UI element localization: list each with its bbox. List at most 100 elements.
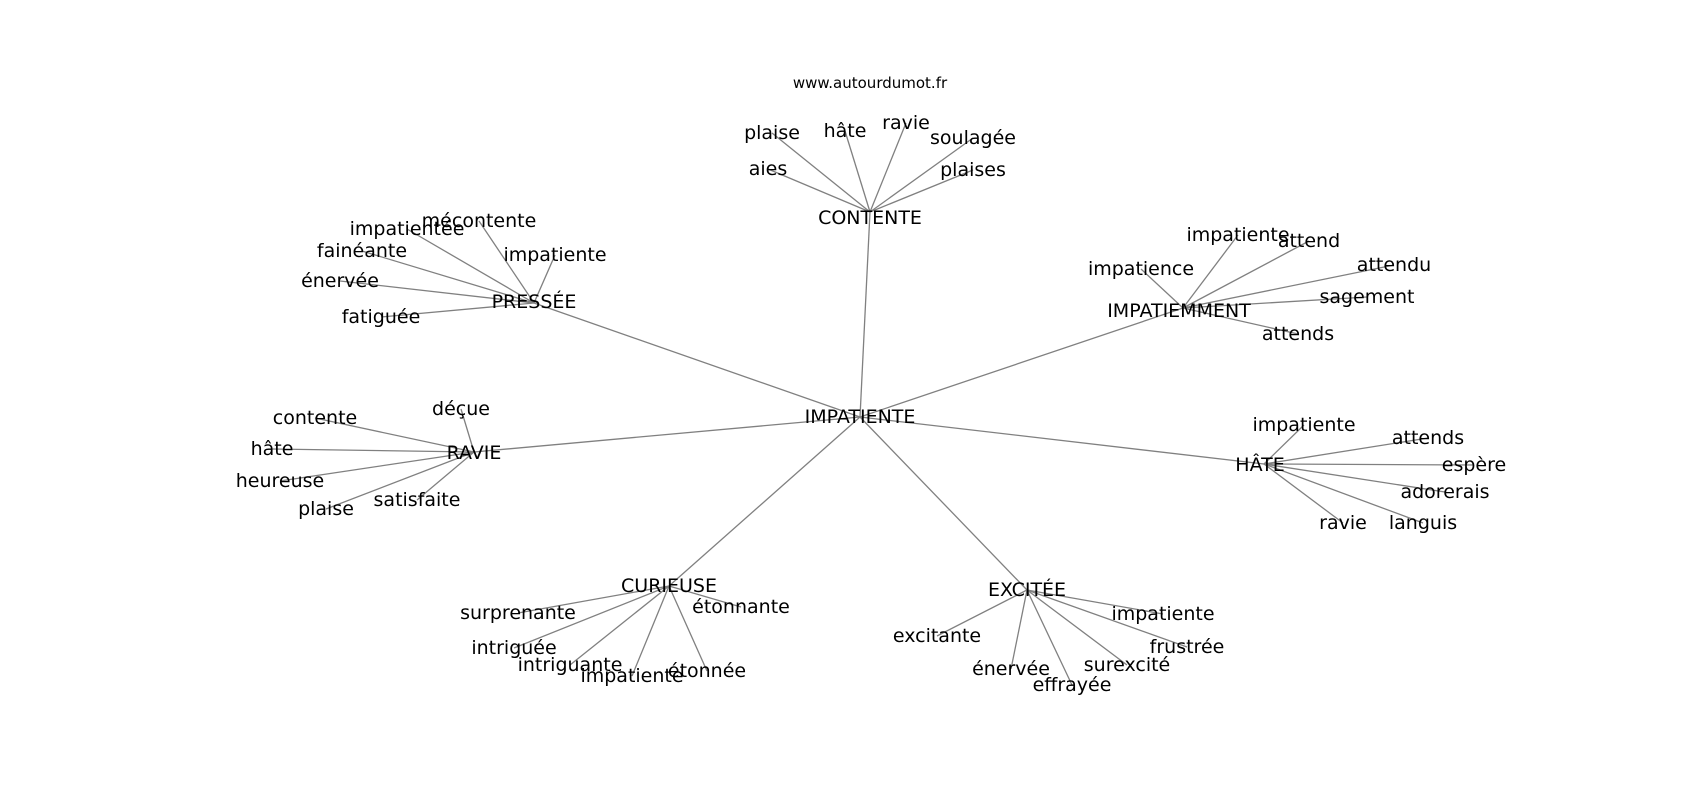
edge-curieuse-3: [569, 585, 670, 666]
edge-impatiemment-0: [1182, 234, 1239, 309]
hub-node-curieuse[interactable]: CURIEUSE: [621, 575, 717, 597]
edge-contente-3: [869, 137, 974, 213]
leaf-node-pressee-4[interactable]: énervée: [301, 270, 379, 292]
leaf-node-contente-3[interactable]: soulagée: [930, 127, 1016, 149]
edge-curieuse-0: [517, 585, 670, 614]
edge-curieuse-4: [631, 585, 670, 677]
edge-center-impatiemment: [859, 307, 1184, 418]
edge-excitee-2: [1026, 589, 1188, 648]
leaf-node-ravie-5[interactable]: plaise: [298, 498, 354, 520]
edge-ravie-0: [460, 408, 475, 453]
edge-curieuse-1: [668, 585, 742, 608]
leaf-node-excitee-5[interactable]: effrayée: [1033, 674, 1112, 696]
leaf-node-impatiemment-0[interactable]: impatiente: [1186, 224, 1289, 246]
leaf-node-hate-3[interactable]: adorerais: [1400, 481, 1489, 503]
leaf-node-curieuse-1[interactable]: étonnante: [692, 596, 790, 618]
edge-pressee-2: [361, 250, 535, 304]
leaf-node-hate-4[interactable]: ravie: [1319, 512, 1367, 534]
edge-pressee-3: [533, 254, 556, 304]
edge-ravie-3: [279, 451, 475, 482]
leaf-node-curieuse-2[interactable]: intriguée: [471, 637, 556, 659]
edge-center-contente: [859, 211, 871, 418]
edge-hate-5: [1263, 463, 1424, 524]
leaf-node-excitee-3[interactable]: surexcité: [1084, 654, 1170, 676]
leaf-node-impatiemment-3[interactable]: attendu: [1357, 254, 1431, 276]
leaf-node-impatiemment-1[interactable]: attend: [1278, 230, 1340, 252]
leaf-node-contente-4[interactable]: aies: [749, 158, 788, 180]
leaf-node-curieuse-4[interactable]: impatiente: [580, 665, 683, 687]
edge-impatiemment-1: [1182, 240, 1310, 309]
edge-hate-1: [1263, 437, 1429, 465]
edge-impatiemment-2: [1140, 268, 1184, 309]
watermark: www.autourdumot.fr: [793, 74, 948, 92]
edge-center-excitee: [859, 416, 1028, 591]
edge-hate-3: [1263, 463, 1446, 493]
edge-curieuse-5: [668, 585, 708, 672]
edge-center-ravie: [473, 416, 861, 453]
edge-excitee-4: [1010, 589, 1028, 670]
leaf-node-curieuse-3[interactable]: intriguante: [518, 654, 623, 676]
hub-node-contente[interactable]: CONTENTE: [818, 207, 922, 229]
edge-impatiemment-4: [1182, 296, 1368, 309]
leaf-node-hate-1[interactable]: attends: [1392, 427, 1464, 449]
edge-center-pressee: [533, 302, 861, 418]
edge-excitee-0: [1026, 589, 1164, 615]
leaf-node-hate-0[interactable]: impatiente: [1252, 414, 1355, 436]
edge-pressee-5: [380, 302, 535, 318]
hub-node-ravie[interactable]: RAVIE: [447, 442, 502, 464]
edge-hate-0: [1263, 424, 1305, 465]
edge-contente-5: [869, 169, 974, 213]
leaf-node-hate-5[interactable]: languis: [1389, 512, 1457, 534]
leaf-node-pressee-3[interactable]: impatiente: [503, 244, 606, 266]
edge-impatiemment-3: [1182, 264, 1395, 309]
leaf-node-ravie-1[interactable]: contente: [273, 407, 357, 429]
hub-node-pressee[interactable]: PRESSÉE: [492, 290, 577, 313]
leaf-node-pressee-0[interactable]: impatientée: [350, 218, 465, 240]
hub-node-impatiemment[interactable]: IMPATIEMMENT: [1107, 300, 1251, 322]
leaf-node-contente-0[interactable]: plaise: [744, 122, 800, 144]
edge-excitee-3: [1026, 589, 1128, 666]
edge-center-curieuse: [668, 416, 861, 587]
edge-hate-4: [1263, 463, 1344, 524]
leaf-node-impatiemment-4[interactable]: sagement: [1320, 286, 1415, 308]
edge-contente-0: [771, 132, 871, 213]
leaf-node-impatiemment-5[interactable]: attends: [1262, 323, 1334, 345]
edge-pressee-0: [406, 228, 535, 304]
leaf-node-pressee-2[interactable]: fainéante: [317, 240, 407, 262]
leaf-node-ravie-0[interactable]: déçue: [432, 398, 490, 420]
hub-node-excitee[interactable]: EXCITÉE: [988, 578, 1066, 601]
edge-hate-2: [1263, 463, 1475, 466]
leaf-node-ravie-3[interactable]: heureuse: [236, 470, 325, 492]
edge-curieuse-2: [513, 585, 670, 649]
hub-node-hate[interactable]: HÂTE: [1235, 453, 1284, 476]
edge-contente-4: [767, 168, 871, 213]
leaf-node-curieuse-5[interactable]: étonnée: [668, 660, 746, 682]
leaf-node-pressee-1[interactable]: mécontente: [422, 210, 537, 232]
center-node[interactable]: IMPATIENTE: [805, 406, 916, 428]
edge-pressee-1: [478, 220, 535, 304]
leaf-node-contente-2[interactable]: ravie: [882, 112, 930, 134]
leaf-node-impatiemment-2[interactable]: impatience: [1088, 258, 1194, 280]
leaf-node-contente-1[interactable]: hâte: [824, 120, 867, 142]
leaf-node-ravie-2[interactable]: hâte: [251, 438, 294, 460]
graph-edges: [271, 122, 1475, 686]
edge-contente-2: [869, 122, 907, 213]
leaf-node-curieuse-0[interactable]: surprenante: [460, 602, 576, 624]
edge-pressee-4: [339, 280, 535, 304]
edge-impatiemment-5: [1182, 307, 1299, 335]
leaf-node-excitee-0[interactable]: impatiente: [1111, 603, 1214, 625]
leaf-node-excitee-2[interactable]: frustrée: [1150, 636, 1225, 658]
leaf-node-excitee-4[interactable]: énervée: [972, 658, 1050, 680]
edge-center-hate: [859, 416, 1265, 465]
leaf-node-excitee-1[interactable]: excitante: [893, 625, 981, 647]
edge-excitee-1: [936, 589, 1028, 637]
leaf-node-contente-5[interactable]: plaises: [940, 159, 1006, 181]
leaf-node-hate-2[interactable]: espère: [1442, 454, 1506, 476]
edge-ravie-2: [271, 448, 475, 453]
edge-ravie-1: [314, 417, 475, 453]
leaf-node-pressee-5[interactable]: fatiguée: [342, 306, 421, 328]
edge-ravie-5: [325, 451, 475, 510]
leaf-node-ravie-4[interactable]: satisfaite: [374, 489, 461, 511]
